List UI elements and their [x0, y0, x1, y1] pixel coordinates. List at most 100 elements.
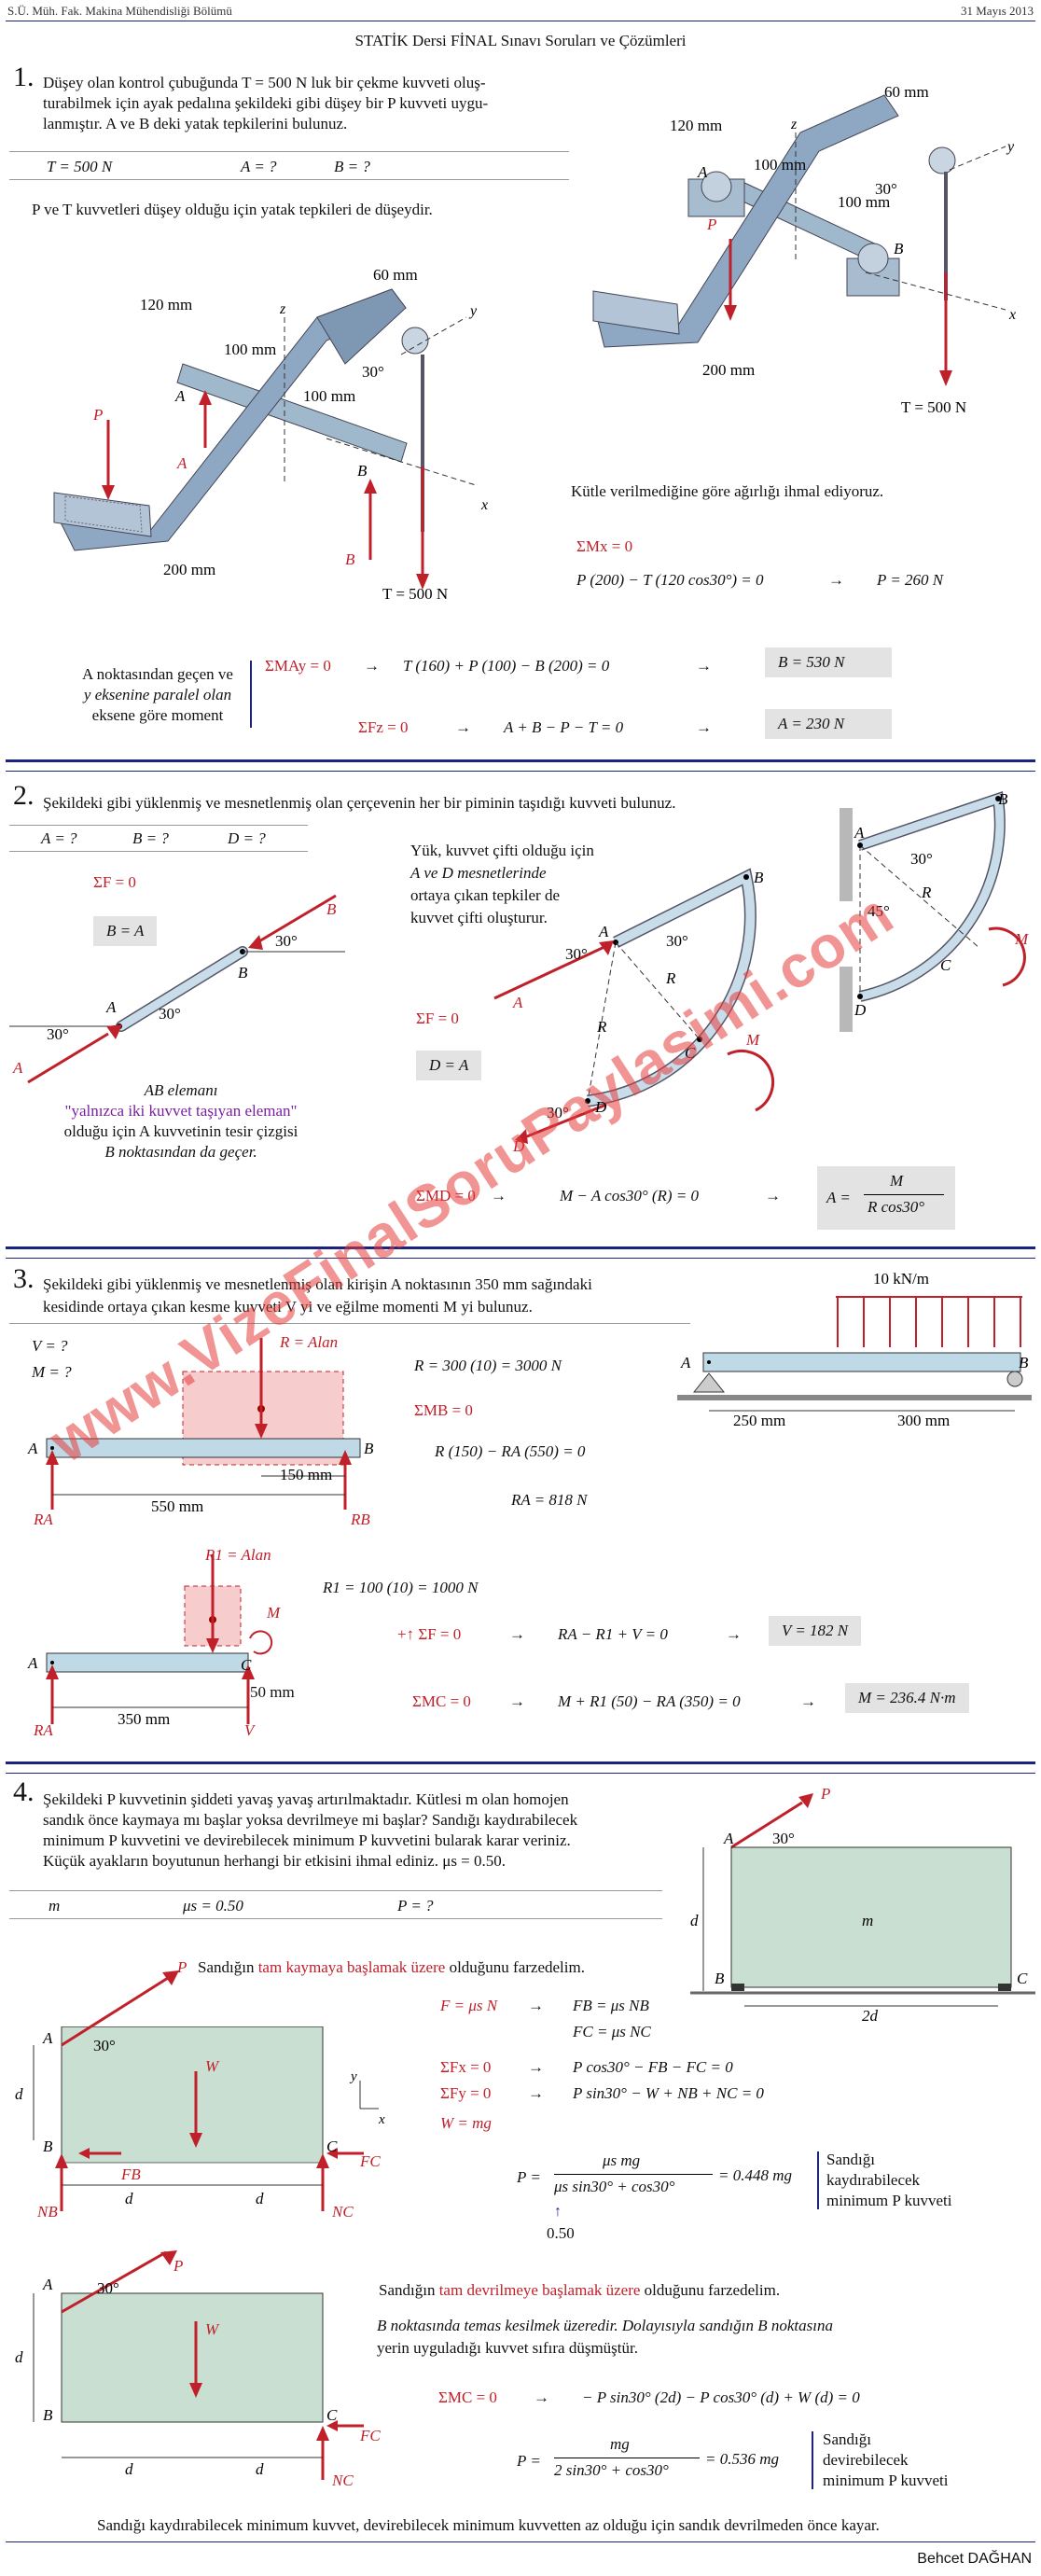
s-lbl-W: W	[205, 2057, 220, 2075]
lbl-RA: RA	[33, 1511, 53, 1528]
label-z: z	[279, 301, 286, 317]
r-label-A: A	[697, 163, 708, 181]
slide-assumption: Sandığın tam kaymaya başlamak üzere oldu…	[198, 1958, 585, 1976]
header-date: 31 Mayıs 2013	[961, 4, 1034, 18]
m-lbl-B: B	[754, 869, 764, 886]
r-label-120mm: 120 mm	[670, 117, 722, 134]
result-P: P = 260 N	[877, 571, 944, 589]
weight-note: Kütle verilmediğine göre ağırlığı ihmal …	[571, 482, 884, 500]
problem-4-text-3: minimum P kuvvetini ve devirebilecek min…	[43, 1831, 571, 1849]
c-lbl-2d: 2d	[862, 2007, 879, 2025]
label-B: B	[357, 462, 368, 480]
lbl-C-sec: C	[241, 1656, 252, 1674]
result-RA: RA = 818 N	[511, 1491, 588, 1509]
label-B-force: B	[345, 550, 355, 568]
eq-sum-mx: ΣMx = 0	[576, 537, 633, 555]
two-force-member-note: AB elemanı "yalnızca iki kuvvet taşıyan …	[63, 1081, 298, 1161]
t-lbl-W: W	[205, 2320, 220, 2338]
tip-assumption: Sandığın tam devrilmeye başlamak üzere o…	[379, 2281, 781, 2299]
tip-text-2: yerin uyguladığı kuvvet sıfıra düşmüştür…	[377, 2339, 638, 2357]
lbl-30a: 30°	[159, 1005, 181, 1023]
eq-sum-may: ΣMAy = 0	[265, 657, 331, 675]
given-m: m	[49, 1897, 61, 1915]
result-M: M = 236.4 N·m	[845, 1683, 969, 1713]
s-lbl-NB: NB	[36, 2203, 58, 2221]
problem-4-text-2: sandık önce kaymaya mı başlar yoksa devr…	[43, 1811, 578, 1829]
eq-moment-d: M − A cos30° (R) = 0	[560, 1187, 700, 1204]
r-lbl-C: C	[940, 956, 951, 974]
r-lbl-45: 45°	[868, 902, 890, 920]
eq-force: RA − R1 + V = 0	[558, 1625, 668, 1643]
eq-R1: R1 = 100 (10) = 1000 N	[323, 1579, 479, 1596]
s-lbl-C: C	[326, 2137, 338, 2155]
m-lbl-R: R	[665, 969, 676, 987]
s-lbl-x: x	[378, 2112, 385, 2127]
t-lbl-C: C	[326, 2406, 338, 2424]
crate-problem-figure: A B C P 30° d m 2d	[690, 1785, 1035, 2025]
lbl-RA-sec: RA	[33, 1721, 53, 1739]
eq-sum-fy: P sin30° − W + NB + NC = 0	[573, 2084, 764, 2102]
c-lbl-A: A	[723, 1830, 734, 1847]
lbl-A-fbd: A	[27, 1440, 38, 1457]
frame-figure-right: A B C D R M 30° 45°	[840, 790, 1029, 1032]
eq-FC: FC = μs NC	[573, 2023, 651, 2040]
s-lbl-A: A	[42, 2029, 53, 2047]
lbl-B: B	[1019, 1354, 1029, 1372]
label-A: A	[174, 387, 186, 405]
t-lbl-d2: d	[256, 2460, 264, 2478]
eq-force-z: A + B − P − T = 0	[504, 718, 624, 736]
eq-friction: F = μs N	[440, 1997, 498, 2014]
beam-section-figure: R1 = Alan 350 mm A C M RA V	[27, 1546, 281, 1739]
result-A2: A = M R cos30°	[817, 1166, 955, 1230]
problem-4-number: 4.	[13, 1776, 35, 1807]
r-lbl-30: 30°	[910, 850, 933, 868]
r-lbl-D: D	[854, 1001, 867, 1019]
m-lbl-30b: 30°	[666, 932, 688, 950]
lbl-A-sec: A	[27, 1654, 38, 1672]
r-label-100mm-a: 100 mm	[754, 156, 806, 174]
mu-value: 0.50	[547, 2224, 575, 2242]
s-lbl-FB: FB	[120, 2165, 141, 2183]
given-M: M = ?	[32, 1363, 72, 1381]
pedal-figure-left: 60 mm 120 mm 100 mm 100 mm 200 mm 30° T …	[53, 266, 488, 603]
eq-sum-f: +↑ ΣF = 0	[397, 1625, 462, 1643]
conclusion: Sandığı kaydırabilecek minimum kuvvet, d…	[97, 2516, 880, 2534]
label-P: P	[92, 406, 103, 424]
given-D2: D = ?	[228, 829, 266, 847]
s-lbl-30: 30°	[93, 2037, 116, 2054]
c-lbl-m: m	[862, 1912, 873, 1929]
eq-sum-mc-tip: − P sin30° (2d) − P cos30° (d) + W (d) =…	[582, 2388, 860, 2406]
lbl-V-sec: V	[244, 1721, 257, 1739]
lbl-A-force: A	[12, 1059, 23, 1077]
label-x: x	[480, 497, 488, 513]
lbl-B-fbd: B	[364, 1440, 374, 1457]
pedal-figure-right: 60 mm 120 mm 100 mm 100 mm 30° 200 mm T …	[592, 83, 1016, 416]
s-lbl-d1: d	[125, 2190, 133, 2207]
given-mu: μs = 0.50	[183, 1897, 243, 1915]
given-B2: B = ?	[132, 829, 169, 847]
t-lbl-P: P	[173, 2257, 183, 2275]
lbl-30c: 30°	[275, 932, 298, 950]
m-lbl-A: A	[598, 923, 609, 940]
label-120mm: 120 mm	[140, 296, 192, 313]
lbl-150: 150 mm	[280, 1466, 332, 1483]
problem-4-text-4: Küçük ayakların boyutunun herhangi bir e…	[43, 1852, 507, 1870]
problem-1-number: 1.	[13, 62, 35, 92]
s-lbl-d2: d	[256, 2190, 264, 2207]
problem-1-text-2: turabilmek için ayak pedalına şekildeki …	[43, 94, 489, 112]
eq-R: R = 300 (10) = 3000 N	[414, 1357, 562, 1374]
beam-problem-figure: 10 kN/m 250 mm 300 mm A B	[677, 1270, 1032, 1429]
m-lbl-M: M	[745, 1031, 760, 1049]
problem-3-number: 3.	[13, 1263, 35, 1294]
problem-3-text-1: Şekildeki gibi yüklenmiş ve mesnetlenmiş…	[43, 1275, 592, 1293]
m-lbl-C: C	[685, 1044, 696, 1062]
page-title: STATİK Dersi FİNAL Sınavı Soruları ve Çö…	[354, 32, 687, 49]
frame-figure-middle: A B C D R R M 30° 30° 30° A D	[493, 868, 775, 1155]
lbl-R-alan: R = Alan	[279, 1333, 338, 1351]
result-B: B = 530 N	[765, 647, 892, 677]
tip-text-1: B noktasında temas kesilmek üzeredir. Do…	[377, 2317, 833, 2334]
eq-sum-mc: ΣMC = 0	[412, 1692, 471, 1710]
r-label-B: B	[894, 240, 904, 258]
lbl-load: 10 kN/m	[873, 1270, 929, 1288]
crate-tip-fbd: P A 30° W B C d d d FC NC	[15, 2250, 381, 2489]
